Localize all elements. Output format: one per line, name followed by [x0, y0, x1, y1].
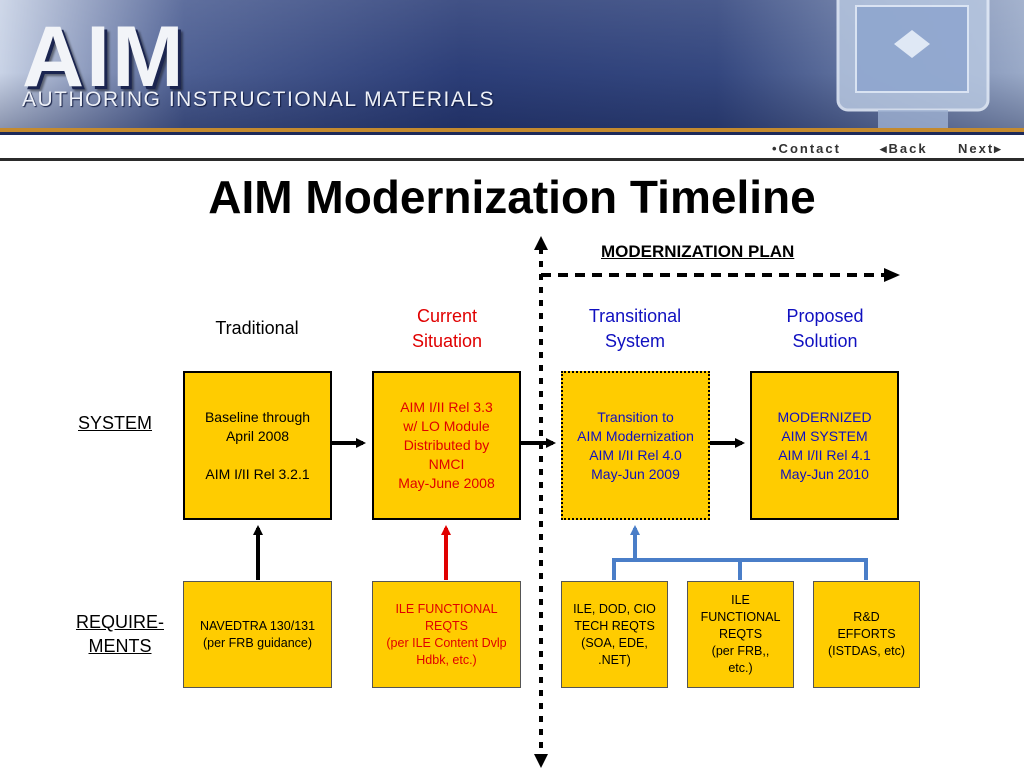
contact-link[interactable]: •Contact	[772, 141, 841, 156]
navedtra-req-box: NAVEDTRA 130/131 (per FRB guidance)	[183, 581, 332, 688]
ile-functional-req-box: ILE FUNCTIONAL REQTS (per FRB,, etc.)	[687, 581, 794, 688]
nav-divider	[0, 158, 1024, 161]
computer-monitor-icon	[836, 0, 990, 128]
next-link[interactable]: Next▸	[958, 141, 1003, 156]
modernization-plan-label: MODERNIZATION PLAN	[601, 242, 795, 261]
aim-logo: AIM	[22, 9, 186, 105]
baseline-box-text: Baseline through April 2008 AIM I/II Rel…	[204, 408, 311, 482]
banner-gold-stripe	[0, 128, 1024, 132]
baseline-box: Baseline through April 2008 AIM I/II Rel…	[183, 371, 332, 520]
page-title: AIM Modernization Timeline	[208, 171, 816, 223]
column-current-situation: Current Situation	[411, 306, 483, 351]
back-link[interactable]: ◂Back	[880, 141, 928, 156]
ile-current-req-text: ILE FUNCTIONAL REQTS (per ILE Content Dv…	[386, 601, 507, 667]
row-label-requirements: REQUIRE- MENTS	[75, 612, 164, 656]
column-proposed-solution: Proposed Solution	[786, 306, 864, 351]
current-system-box-text: AIM I/II Rel 3.3 w/ LO Module Distribute…	[398, 399, 495, 491]
ile-functional-req-text: ILE FUNCTIONAL REQTS (per FRB,, etc.)	[700, 593, 781, 675]
divider-arrow-top	[534, 236, 548, 250]
banner-dark-stripe	[0, 132, 1024, 135]
logo-tagline: AUTHORING INSTRUCTIONAL MATERIALS	[22, 88, 496, 111]
current-system-box: AIM I/II Rel 3.3 w/ LO Module Distribute…	[372, 371, 521, 520]
header-banner: AIM AUTHORING INSTRUCTIONAL MATERIALS	[0, 0, 1024, 132]
row-label-system: SYSTEM	[78, 413, 153, 433]
modernized-box-text: MODERNIZED AIM SYSTEM AIM I/II Rel 4.1 M…	[777, 408, 872, 482]
rd-efforts-req-text: R&D EFFORTS (ISTDAS, etc)	[827, 610, 906, 658]
divider-arrow-bottom	[534, 754, 548, 768]
transition-box: Transition to AIM Modernization AIM I/II…	[561, 371, 710, 520]
ile-dod-req-text: ILE, DOD, CIO TECH REQTS (SOA, EDE, .NET…	[573, 601, 656, 667]
plan-arrow-head	[884, 268, 900, 282]
navedtra-req-text: NAVEDTRA 130/131 (per FRB guidance)	[199, 618, 316, 650]
transition-box-text: Transition to AIM Modernization AIM I/II…	[577, 408, 694, 482]
modernized-box: MODERNIZED AIM SYSTEM AIM I/II Rel 4.1 M…	[750, 371, 899, 520]
ile-dod-req-box: ILE, DOD, CIO TECH REQTS (SOA, EDE, .NET…	[561, 581, 668, 688]
ile-current-req-box: ILE FUNCTIONAL REQTS (per ILE Content Dv…	[372, 581, 521, 688]
column-traditional: Traditional	[215, 318, 299, 338]
column-transitional-system: Transitional System	[588, 306, 682, 351]
rd-efforts-req-box: R&D EFFORTS (ISTDAS, etc)	[813, 581, 920, 688]
